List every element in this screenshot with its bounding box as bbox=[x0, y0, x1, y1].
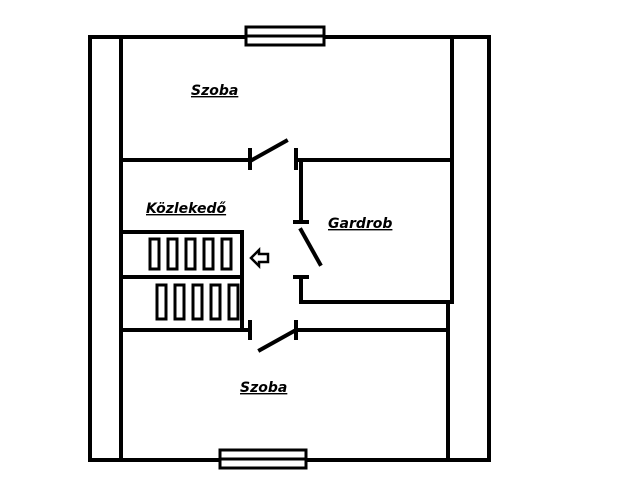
room-label-wardrobe: Gardrob bbox=[328, 216, 392, 232]
stair-tread bbox=[166, 237, 179, 271]
stair-tread bbox=[155, 283, 168, 321]
door-leaf-wardrobe bbox=[298, 227, 323, 267]
arrow-left-icon bbox=[249, 246, 270, 270]
stair-tread bbox=[202, 237, 215, 271]
stair-tread bbox=[227, 283, 240, 321]
stair-tread bbox=[148, 237, 161, 271]
stair-tread bbox=[184, 237, 197, 271]
door-leaf-bottom bbox=[257, 327, 299, 353]
stair-tread bbox=[173, 283, 186, 321]
room-label-corridor: Közlekedő bbox=[146, 201, 226, 217]
door-leaf-top bbox=[249, 138, 289, 163]
room-label-top-room: Szoba bbox=[191, 83, 238, 99]
stair-tread bbox=[191, 283, 204, 321]
stair-tread bbox=[209, 283, 222, 321]
room-label-bottom-room: Szoba bbox=[240, 380, 287, 396]
stair-tread bbox=[220, 237, 233, 271]
